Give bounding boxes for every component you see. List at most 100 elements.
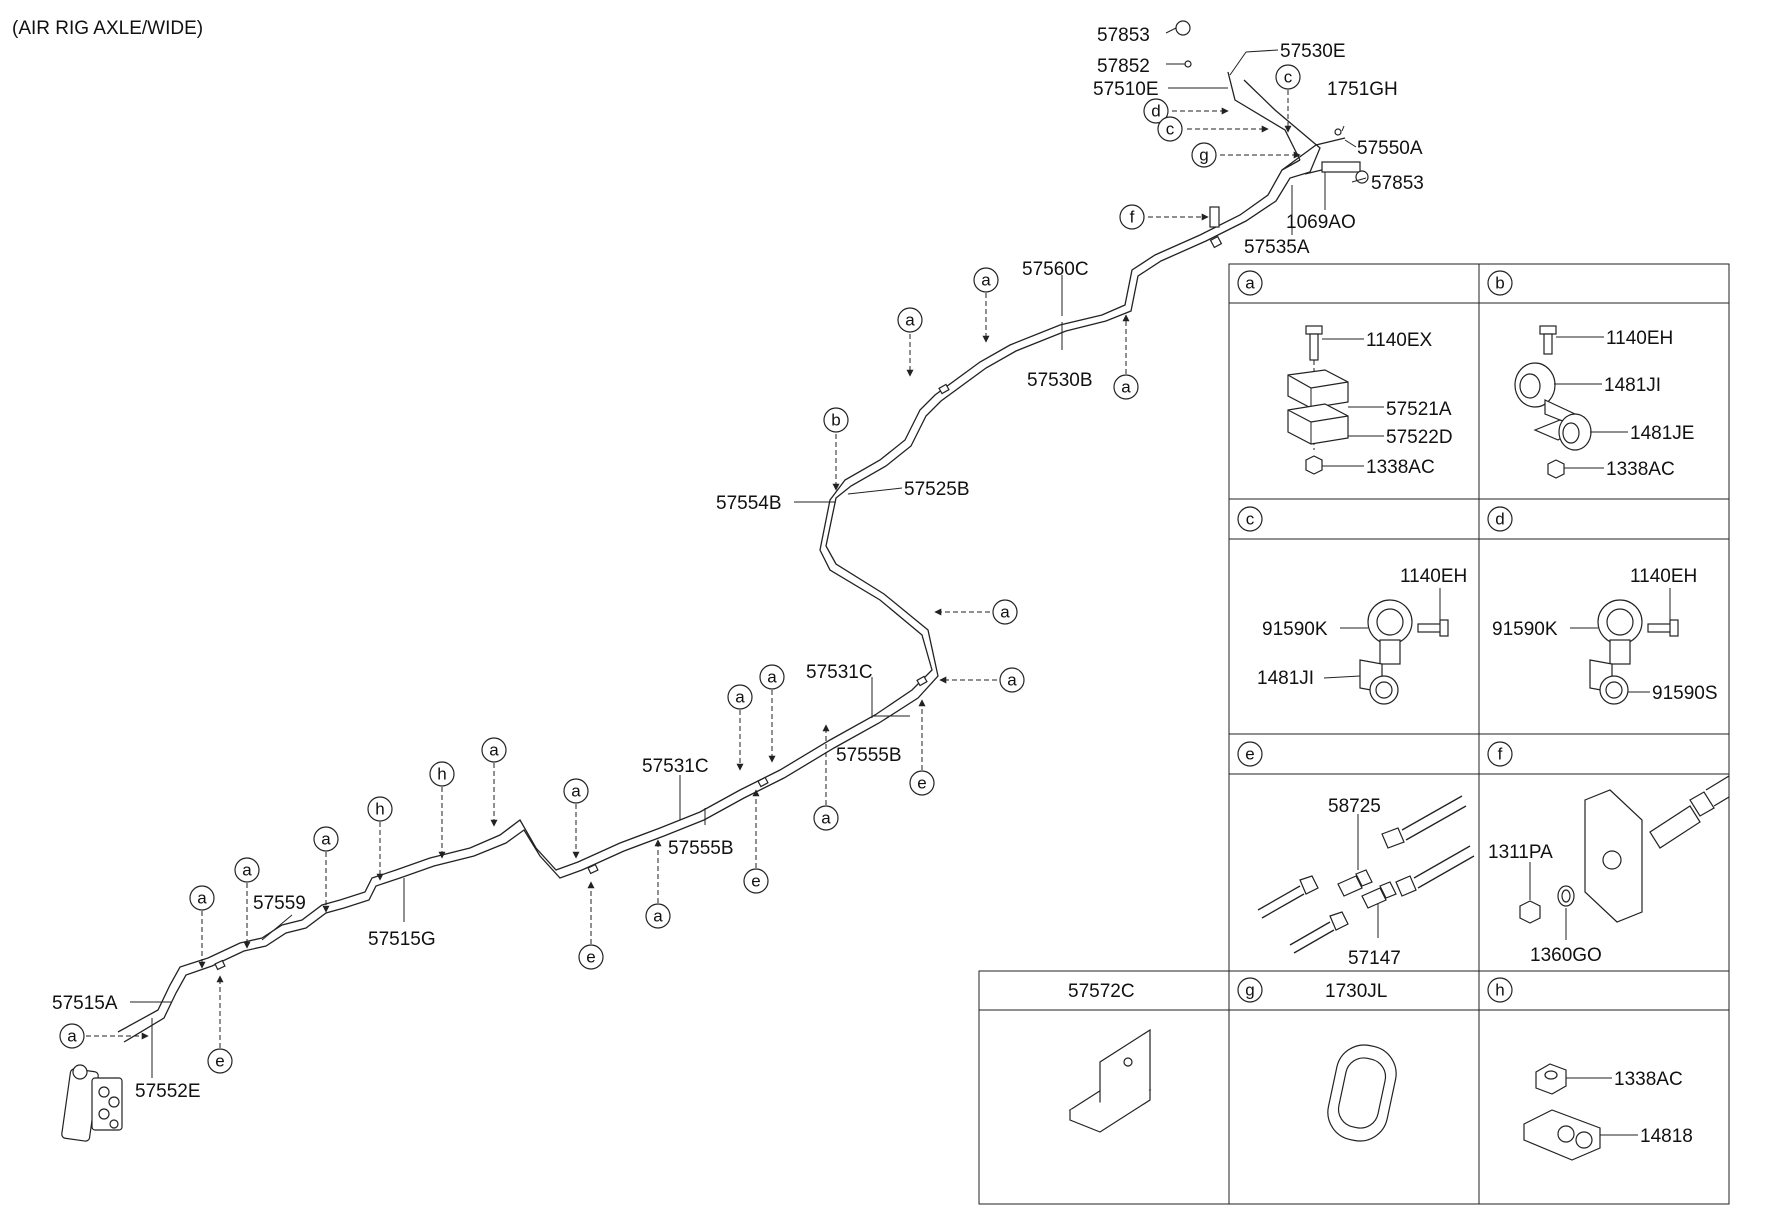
callout-57853-top: 57853 [1097, 25, 1150, 46]
callout-57535A: 57535A [1244, 237, 1310, 258]
callout-1751GH: 1751GH [1327, 79, 1398, 100]
panel-g-header: 1730JL [1325, 981, 1387, 1002]
panel-c-letter: c [1246, 510, 1255, 529]
panel-d-part-91590K: 91590K [1492, 619, 1558, 640]
callout-57531C-l: 57531C [642, 756, 709, 777]
callout-57510E: 57510E [1093, 79, 1159, 100]
pipe-clip-lower-icon [1533, 413, 1592, 451]
panel-c-part-1140EH: 1140EH [1400, 566, 1467, 587]
svg-text:a: a [1121, 378, 1131, 397]
brake-pipe-route [61, 20, 1369, 1142]
detail-panel-c: c 1140EH 91590K 1481JI [1237, 506, 1467, 705]
callout-57555B-r: 57555B [836, 745, 902, 766]
callout-labels: 57853 57852 57530E 57510E 1751GH 57550A … [52, 25, 1424, 1102]
p-clamp-icon [1367, 599, 1413, 665]
svg-text:e: e [586, 948, 595, 967]
callout-57530E: 57530E [1280, 41, 1346, 62]
p-clamp-icon [1597, 599, 1643, 665]
grommet-icon [1327, 1044, 1397, 1142]
callout-leaders [130, 27, 1367, 1078]
bolt-icon [1305, 325, 1323, 361]
panel-h-part-14818: 14818 [1640, 1126, 1693, 1147]
brake-line-fittings-icon [1257, 795, 1475, 954]
panel-57572C-header: 57572C [1068, 981, 1135, 1002]
washer-icon [1557, 885, 1575, 907]
clamp-block-upper-icon [1287, 369, 1349, 409]
svg-text:g: g [1199, 146, 1208, 165]
svg-text:c: c [1284, 68, 1293, 87]
panel-a-part-57521A: 57521A [1386, 399, 1452, 420]
detail-panel-a: a 1140EX 57521A 57522D 1338AC [1237, 270, 1453, 478]
callout-57515A: 57515A [52, 993, 118, 1014]
callout-57530B: 57530B [1027, 370, 1093, 391]
brake-actuator-valve-icon [61, 1064, 123, 1142]
svg-text:e: e [751, 872, 760, 891]
hose-fitting-icon [1649, 775, 1730, 849]
callout-57555B-l: 57555B [668, 838, 734, 859]
bracket-clip-icon [1589, 659, 1629, 705]
svg-text:h: h [437, 765, 446, 784]
bolt-icon [1647, 619, 1679, 637]
panel-f-part-1360GO: 1360GO [1530, 945, 1602, 966]
panel-b-part-1140EH: 1140EH [1606, 328, 1673, 349]
detail-panel-f: f 1311PA 1360GO [1487, 741, 1730, 966]
panel-b-part-1338AC: 1338AC [1606, 459, 1675, 480]
callout-57554B: 57554B [716, 493, 782, 514]
nut-icon [1535, 1063, 1567, 1095]
svg-text:d: d [1151, 102, 1160, 121]
panel-e-part-58725: 58725 [1328, 796, 1381, 817]
panel-b-part-1481JI: 1481JI [1604, 375, 1661, 396]
l-bracket-icon [1068, 1028, 1152, 1133]
clip-markers: d c g c f a a a b a a e a a a e a [59, 64, 1301, 1074]
svg-text:a: a [489, 741, 499, 760]
svg-text:a: a [321, 830, 331, 849]
svg-text:e: e [917, 774, 926, 793]
detail-panel-57572C: 57572C [1068, 981, 1152, 1133]
svg-text:a: a [767, 668, 777, 687]
panel-g-letter: g [1245, 981, 1254, 1000]
panel-a-part-1338AC: 1338AC [1366, 457, 1435, 478]
panel-b-part-1481JE: 1481JE [1630, 423, 1694, 444]
callout-57525B: 57525B [904, 479, 970, 500]
svg-text:b: b [831, 411, 840, 430]
nut-icon [1547, 459, 1565, 479]
bracket-plate-icon [1584, 789, 1643, 923]
detail-panel-b: b 1140EH 1481JI 1481JE 1338AC [1487, 270, 1694, 480]
clamp-block-lower-icon [1287, 403, 1349, 445]
nut-icon [1305, 455, 1323, 475]
callout-57852: 57852 [1097, 56, 1150, 77]
detail-panel-d: d 1140EH 91590K 91590S [1487, 506, 1718, 705]
panel-c-part-91590K: 91590K [1262, 619, 1328, 640]
panel-f-letter: f [1498, 745, 1503, 764]
svg-text:e: e [215, 1052, 224, 1071]
svg-text:a: a [67, 1027, 77, 1046]
svg-text:a: a [1007, 671, 1017, 690]
panel-a-part-1140EX: 1140EX [1366, 330, 1433, 351]
callout-57560C: 57560C [1022, 259, 1089, 280]
panel-d-letter: d [1495, 510, 1504, 529]
svg-text:a: a [571, 782, 581, 801]
svg-text:a: a [653, 907, 663, 926]
bolt-icon [1539, 325, 1557, 355]
svg-text:a: a [1000, 603, 1010, 622]
detail-panel-grid [978, 263, 1730, 1205]
panel-c-part-1481JI: 1481JI [1257, 668, 1314, 689]
callout-57853-mid: 57853 [1371, 173, 1424, 194]
callout-1069AO: 1069AO [1286, 212, 1356, 233]
bolt-icon [1417, 619, 1449, 637]
twin-pipe-clip-icon [1523, 1109, 1601, 1161]
callout-57550A: 57550A [1357, 138, 1423, 159]
panel-f-part-1311PA: 1311PA [1488, 842, 1553, 863]
svg-text:a: a [735, 688, 745, 707]
svg-text:h: h [375, 800, 384, 819]
panel-d-part-1140EH: 1140EH [1630, 566, 1697, 587]
panel-e-part-57147: 57147 [1348, 948, 1401, 969]
svg-text:a: a [197, 889, 207, 908]
callout-57552E: 57552E [135, 1081, 201, 1102]
svg-text:a: a [242, 861, 252, 880]
panel-d-part-91590S: 91590S [1652, 683, 1718, 704]
detail-panel-g: g 1730JL [1237, 977, 1397, 1142]
bracket-clip-icon [1359, 659, 1399, 705]
panel-a-letter: a [1245, 274, 1255, 293]
